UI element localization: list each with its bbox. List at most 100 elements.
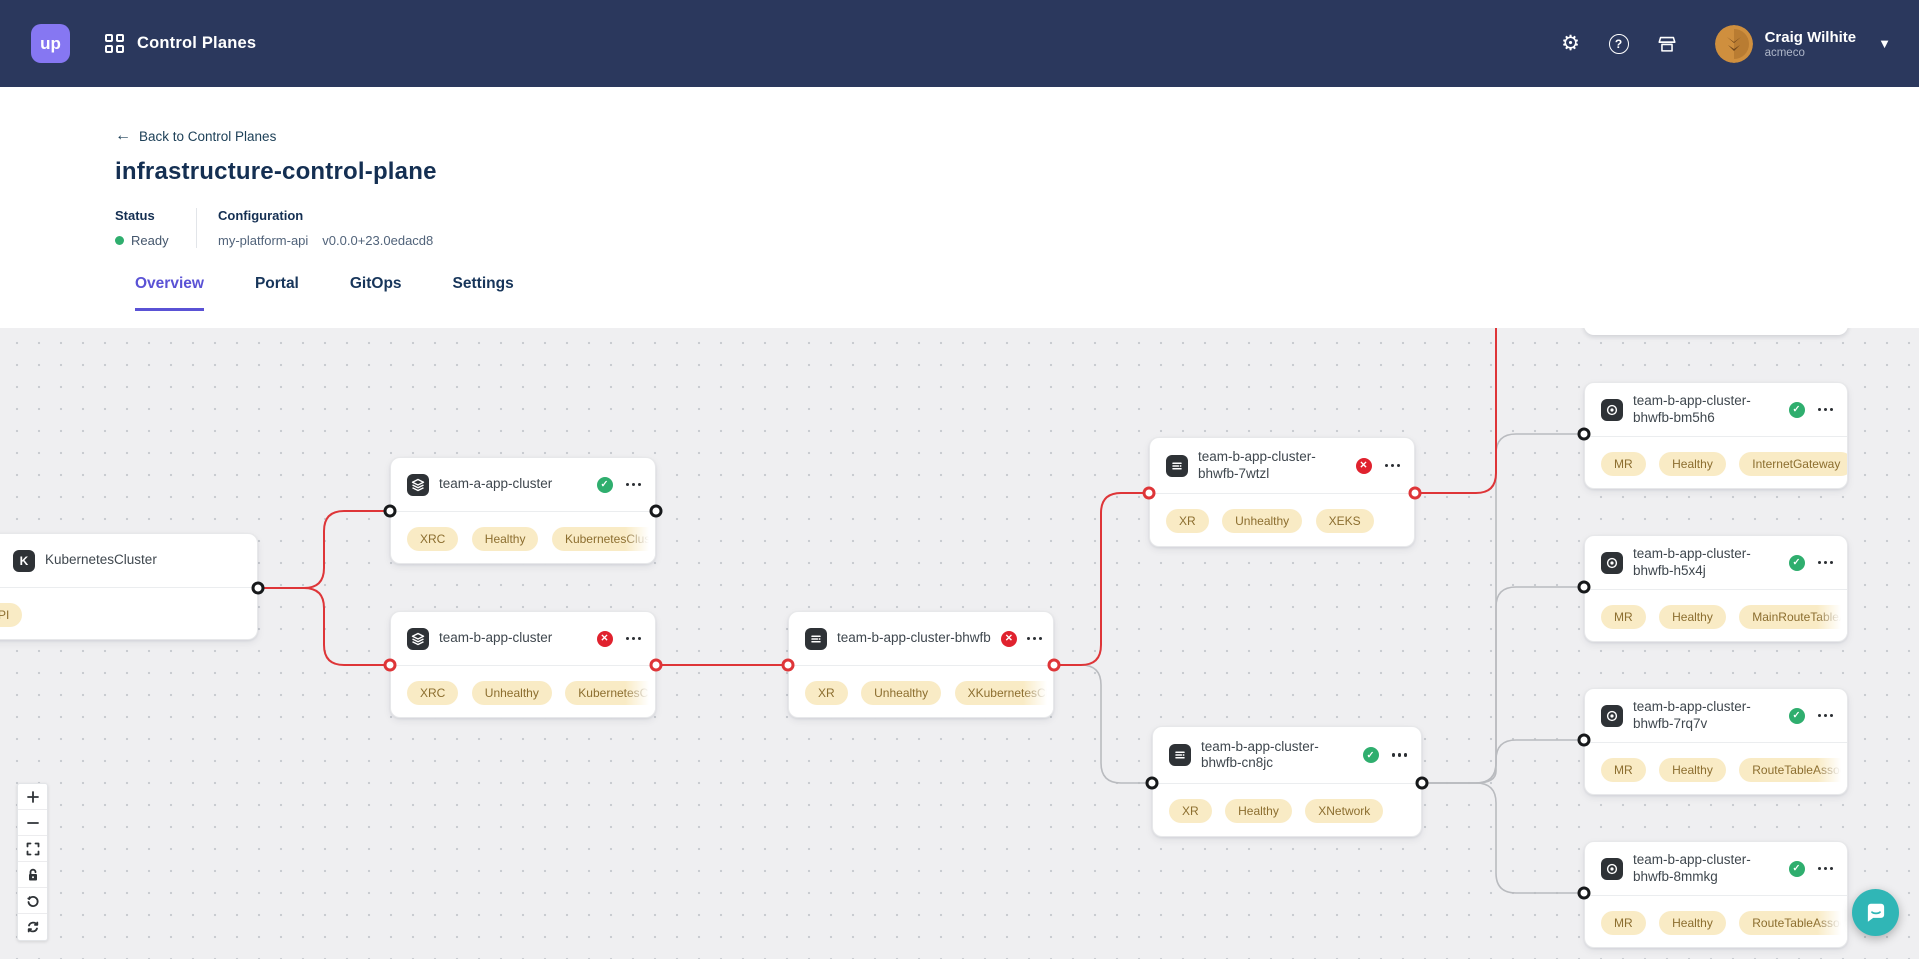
port-handle[interactable] <box>649 658 663 672</box>
graph-node-team-b-app-cluster-bhwfb-h5x4j[interactable]: team-b-app-cluster-bhwfb-h5x4j MR Health… <box>1584 535 1848 642</box>
graph-node-partial[interactable] <box>1584 328 1848 335</box>
graph-edges <box>258 328 1584 894</box>
port-handle[interactable] <box>1577 733 1591 747</box>
managed-target-icon <box>1601 398 1623 421</box>
status-value: Ready <box>131 233 169 248</box>
port-handle[interactable] <box>383 504 397 518</box>
back-arrow-icon: ← <box>115 127 131 144</box>
user-menu[interactable]: Craig Wilhite acmeco <box>1765 29 1857 59</box>
port-handle[interactable] <box>251 581 265 595</box>
truncation-fade <box>625 676 655 710</box>
badge: MR <box>1601 758 1646 782</box>
node-menu-button[interactable] <box>1817 710 1833 722</box>
reset-view-button[interactable] <box>18 888 47 914</box>
back-link[interactable]: ← Back to Control Planes <box>115 127 276 145</box>
managed-target-icon <box>1601 704 1623 727</box>
claim-layers-icon <box>407 627 429 650</box>
port-handle[interactable] <box>1577 886 1591 900</box>
healthy-status-icon <box>596 476 613 493</box>
graph-node-kubernetescluster[interactable]: K KubernetesCluster API <box>0 533 258 640</box>
node-menu-button[interactable] <box>1817 557 1833 569</box>
user-org: acmeco <box>1764 46 1805 59</box>
tab-bar: Overview Portal GitOps Settings <box>115 275 1919 311</box>
badge: XRC <box>407 681 459 705</box>
badge: XR <box>1166 509 1209 533</box>
graph-node-team-b-app-cluster-bhwfb-cn8jc[interactable]: team-b-app-cluster-bhwfb-cn8jc XR Health… <box>1152 726 1422 837</box>
unhealthy-status-icon <box>1000 630 1017 647</box>
node-label: team-b-app-cluster-bhwfb <box>837 630 991 646</box>
node-menu-button[interactable] <box>1817 404 1833 416</box>
truncation-fade <box>1023 676 1053 710</box>
node-menu-button[interactable] <box>625 633 641 645</box>
settings-icon[interactable]: ⚙ <box>1561 32 1580 55</box>
badge: Healthy <box>1659 911 1726 935</box>
configuration-version: v0.0.0+23.0edacd8 <box>322 233 434 248</box>
badge: Unhealthy <box>471 681 552 705</box>
port-handle[interactable] <box>781 658 795 672</box>
badge: XEKS <box>1315 509 1374 533</box>
graph-node-team-b-app-cluster-bhwfb-bm5h6[interactable]: team-b-app-cluster-bhwfb-bm5h6 MR Health… <box>1584 382 1848 489</box>
node-menu-button[interactable] <box>625 479 641 491</box>
graph-node-team-b-app-cluster-bhwfb-7wtzl[interactable]: team-b-app-cluster-bhwfb-7wtzl XR Unheal… <box>1149 437 1415 547</box>
healthy-status-icon <box>1788 554 1805 571</box>
configuration-label: Configuration <box>218 208 304 223</box>
composite-list-icon <box>805 627 827 650</box>
status-label: Status <box>115 208 155 223</box>
healthy-status-icon <box>1788 860 1805 877</box>
port-handle[interactable] <box>1047 658 1061 672</box>
zoom-out-button[interactable] <box>18 810 47 836</box>
port-handle[interactable] <box>1415 776 1429 790</box>
node-menu-button[interactable] <box>1817 863 1833 875</box>
badge: Healthy <box>1659 758 1726 782</box>
tab-portal[interactable]: Portal <box>254 275 299 292</box>
graph-node-team-b-app-cluster-bhwfb-7rq7v[interactable]: team-b-app-cluster-bhwfb-7rq7v MR Health… <box>1584 688 1848 795</box>
badge: Unhealthy <box>1222 509 1303 533</box>
upbound-logo[interactable]: up <box>31 24 70 63</box>
badge: XRC <box>407 527 459 551</box>
port-handle[interactable] <box>383 658 397 672</box>
tab-settings[interactable]: Settings <box>452 275 514 292</box>
node-menu-button[interactable] <box>1026 633 1043 645</box>
marketplace-icon[interactable] <box>1655 32 1679 56</box>
badge: XNetwork <box>1305 799 1384 823</box>
port-handle[interactable] <box>649 504 663 518</box>
badge: XR <box>805 681 848 705</box>
graph-node-team-b-app-cluster[interactable]: team-b-app-cluster XRC Unhealthy Kuberne… <box>390 611 656 718</box>
apps-grid-icon[interactable] <box>105 34 124 53</box>
tab-overview[interactable]: Overview <box>135 275 204 311</box>
managed-target-icon <box>1601 857 1623 880</box>
unhealthy-status-icon <box>1355 457 1372 474</box>
chat-launcher-button[interactable] <box>1852 889 1899 936</box>
port-handle[interactable] <box>1408 486 1422 500</box>
node-label: team-b-app-cluster-bhwfb-h5x4j <box>1633 546 1751 578</box>
truncation-fade <box>1817 600 1847 634</box>
top-navigation-bar: up Control Planes ⚙ ? Craig Wilhite acme… <box>0 0 1919 87</box>
truncation-fade <box>1817 753 1847 787</box>
node-menu-button[interactable] <box>1391 749 1407 761</box>
chevron-down-icon[interactable]: ▼ <box>1878 36 1891 51</box>
help-icon[interactable]: ? <box>1607 32 1631 56</box>
tab-gitops[interactable]: GitOps <box>349 275 402 292</box>
ready-status-dot <box>115 236 124 245</box>
lock-interactivity-button[interactable] <box>18 862 47 888</box>
truncation-fade <box>1817 906 1847 940</box>
avatar[interactable] <box>1714 24 1753 63</box>
zoom-in-button[interactable] <box>18 784 47 810</box>
port-handle[interactable] <box>1577 580 1591 594</box>
badge: Healthy <box>471 527 539 551</box>
port-handle[interactable] <box>1142 486 1156 500</box>
fit-view-button[interactable] <box>18 836 47 862</box>
back-link-label: Back to Control Planes <box>139 128 277 144</box>
reload-layout-button[interactable] <box>18 914 47 940</box>
page-title: infrastructure-control-plane <box>115 158 437 185</box>
badge: Healthy <box>1659 605 1726 629</box>
node-label: team-b-app-cluster <box>439 630 553 646</box>
graph-node-team-b-app-cluster-bhwfb-8mmkg[interactable]: team-b-app-cluster-bhwfb-8mmkg MR Health… <box>1584 841 1848 948</box>
port-handle[interactable] <box>1145 776 1159 790</box>
graph-node-team-a-app-cluster[interactable]: team-a-app-cluster XRC Healthy Kubernete… <box>390 457 656 564</box>
port-handle[interactable] <box>1577 427 1591 441</box>
graph-node-team-b-app-cluster-bhwfb[interactable]: team-b-app-cluster-bhwfb XR Unhealthy XK… <box>788 611 1054 718</box>
unhealthy-status-icon <box>596 630 613 647</box>
node-menu-button[interactable] <box>1384 460 1400 472</box>
resource-graph-canvas[interactable]: K KubernetesCluster API team-a-app-clust… <box>0 328 1919 959</box>
